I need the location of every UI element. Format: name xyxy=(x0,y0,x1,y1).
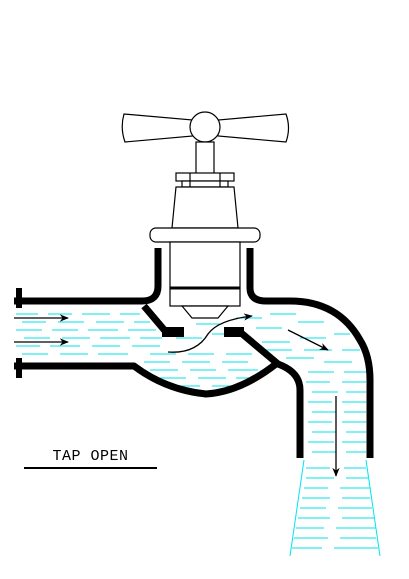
inlet-flange-top xyxy=(16,288,22,308)
seat-right-block xyxy=(224,327,244,337)
water-spout xyxy=(306,371,366,453)
spindle xyxy=(195,141,215,175)
valve-seat-right xyxy=(226,328,304,458)
diagram-caption: TAP OPEN xyxy=(24,448,157,469)
water-inlet xyxy=(16,313,162,355)
water-valve-chamber xyxy=(144,313,360,387)
headgear-body xyxy=(169,241,241,307)
tap-body-walls xyxy=(14,248,374,458)
inlet-top-wall xyxy=(14,248,162,305)
water-stream xyxy=(289,459,381,557)
tap-handle-hub xyxy=(189,111,221,143)
inlet-bottom-wall xyxy=(14,361,279,398)
seat-left-block xyxy=(162,327,184,337)
flow-arrows xyxy=(14,313,340,477)
tap-handle-left-arm xyxy=(121,113,194,143)
flow-arrow-outlet xyxy=(287,329,329,351)
inlet-flange-bottom xyxy=(16,358,22,378)
valve-washer xyxy=(180,305,230,319)
bonnet xyxy=(171,186,239,229)
flow-arrow-through-seat xyxy=(167,313,253,353)
valve-spindle-assembly[interactable] xyxy=(121,111,290,319)
gland-nut xyxy=(175,172,235,182)
tap-handle-right-arm xyxy=(217,113,290,143)
spout-outer-wall xyxy=(246,248,374,458)
bonnet-flange xyxy=(149,227,261,243)
